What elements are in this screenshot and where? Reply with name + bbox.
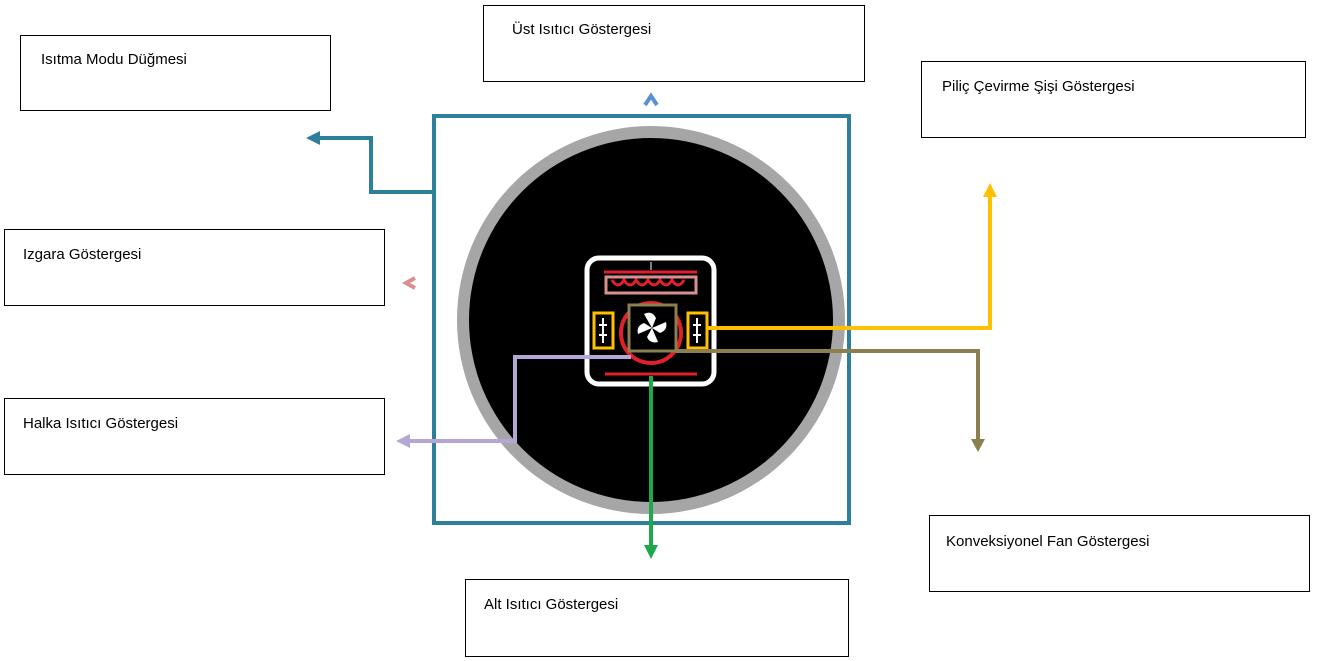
ring-heater-label-box: Halka Isıtıcı Göstergesi xyxy=(4,398,385,475)
top-heater-arrowhead xyxy=(643,92,659,107)
heating-mode-frame xyxy=(432,114,851,525)
grill-label-box: Izgara Göstergesi xyxy=(4,229,385,306)
bottom-heater-label: Alt Isıtıcı Göstergesi xyxy=(484,596,619,613)
heating-mode-label-box: Isıtma Modu Düğmesi xyxy=(20,35,331,111)
rotisserie-left-spit xyxy=(599,318,607,343)
rotisserie-label: Piliç Çevirme Şişi Göstergesi xyxy=(942,78,1135,95)
fan-icon xyxy=(637,312,667,343)
rotisserie-label-box: Piliç Çevirme Şişi Göstergesi xyxy=(921,61,1306,138)
convection-fan-box xyxy=(627,303,678,353)
rotisserie-right-icon xyxy=(686,311,709,350)
top-heater-coil-icon xyxy=(610,277,686,287)
ring-heater-icon xyxy=(619,301,683,365)
rotisserie-right-spit xyxy=(693,318,701,343)
ring-heater-label: Halka Isıtıcı Göstergesi xyxy=(23,415,179,432)
grill-label: Izgara Göstergesi xyxy=(23,246,142,263)
bottom-heater-arrowhead xyxy=(644,545,658,559)
convection-fan-arrowhead xyxy=(971,439,985,452)
ring-heater-arrowhead xyxy=(396,434,410,448)
bottom-heater-label-box: Alt Isıtıcı Göstergesi xyxy=(465,579,849,657)
rotisserie-left-icon xyxy=(592,311,615,350)
heating-mode-connector xyxy=(318,136,434,194)
heating-mode-arrowhead xyxy=(306,131,320,145)
rotisserie-connector xyxy=(707,196,992,330)
heating-mode-label: Isıtma Modu Düğmesi xyxy=(41,51,187,68)
rotisserie-arrowhead xyxy=(983,183,997,197)
grill-icon xyxy=(604,275,698,295)
convection-fan-label: Konveksiyonel Fan Göstergesi xyxy=(946,533,1150,550)
top-heater-label: Üst Isıtıcı Göstergesi xyxy=(512,21,652,38)
top-heater-label-box: Üst Isıtıcı Göstergesi xyxy=(483,5,865,82)
convection-fan-label-box: Konveksiyonel Fan Göstergesi xyxy=(929,515,1310,592)
convection-fan-connector xyxy=(676,349,980,440)
ring-heater-connector xyxy=(409,355,631,443)
grill-arrowhead xyxy=(401,276,416,290)
